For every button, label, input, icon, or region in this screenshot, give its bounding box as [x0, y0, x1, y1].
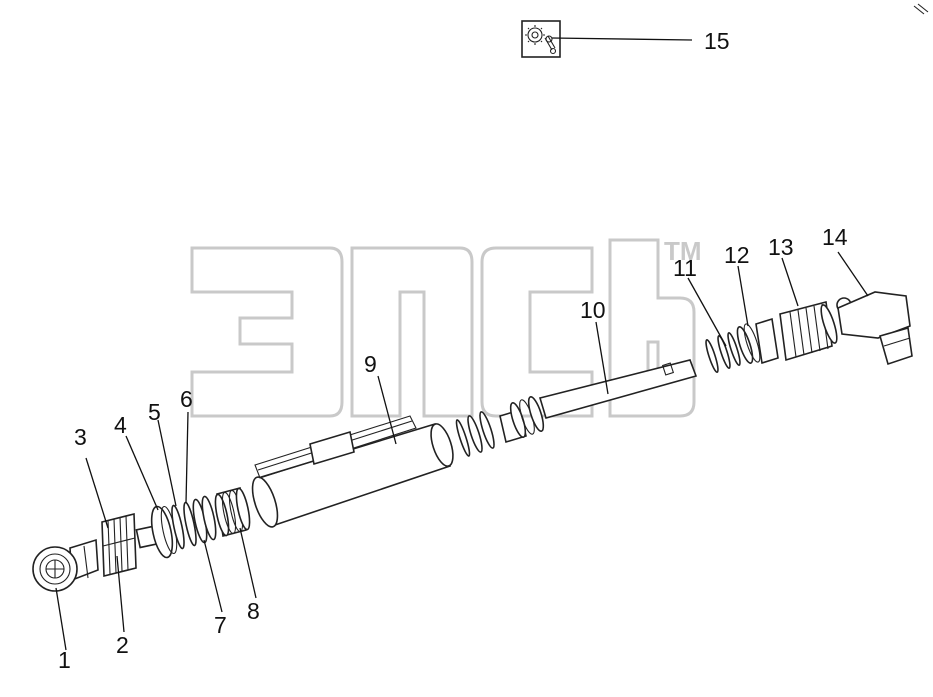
watermark-tm: TM: [664, 236, 702, 266]
callout-6: 6: [180, 386, 193, 412]
part-rings-middle[interactable]: [454, 411, 496, 457]
callout-5: 5: [148, 399, 161, 425]
callout-12: 12: [724, 242, 750, 268]
callout-14: 14: [822, 224, 848, 250]
part-11-snap-rings[interactable]: [704, 332, 742, 373]
part-10-piston-rod[interactable]: [499, 359, 698, 444]
part-5-6-7-rings[interactable]: [170, 495, 219, 550]
callout-4: 4: [114, 412, 127, 438]
callout-9: 9: [364, 351, 377, 377]
callout-8: 8: [247, 598, 260, 624]
callout-10: 10: [580, 297, 606, 323]
callout-1: 1: [58, 647, 71, 673]
callout-11: 11: [673, 255, 697, 281]
leader-lines: [55, 37, 869, 651]
part-14-clevis-end[interactable]: [836, 291, 913, 366]
corner-mark-icon: [913, 3, 929, 15]
callout-7: 7: [214, 612, 227, 638]
part-13-bellows[interactable]: [779, 300, 840, 362]
part-8-seal-pack[interactable]: [213, 486, 253, 538]
part-2-3-nut-stack[interactable]: [101, 512, 137, 578]
callout-15: 15: [704, 28, 730, 54]
callout-3: 3: [74, 424, 87, 450]
callout-labels: 1 2 3 4 5 6 7 8 9 10 11 12 13 14 15: [58, 28, 848, 673]
part-9-cylinder-barrel[interactable]: [247, 415, 457, 530]
part-1-rod-eye[interactable]: [32, 538, 99, 592]
part-4-piston[interactable]: [135, 505, 179, 560]
callout-2: 2: [116, 632, 129, 658]
part-12-gland[interactable]: [734, 317, 779, 365]
callout-13: 13: [768, 234, 794, 260]
gear-wrench-kit-icon[interactable]: [521, 20, 561, 58]
